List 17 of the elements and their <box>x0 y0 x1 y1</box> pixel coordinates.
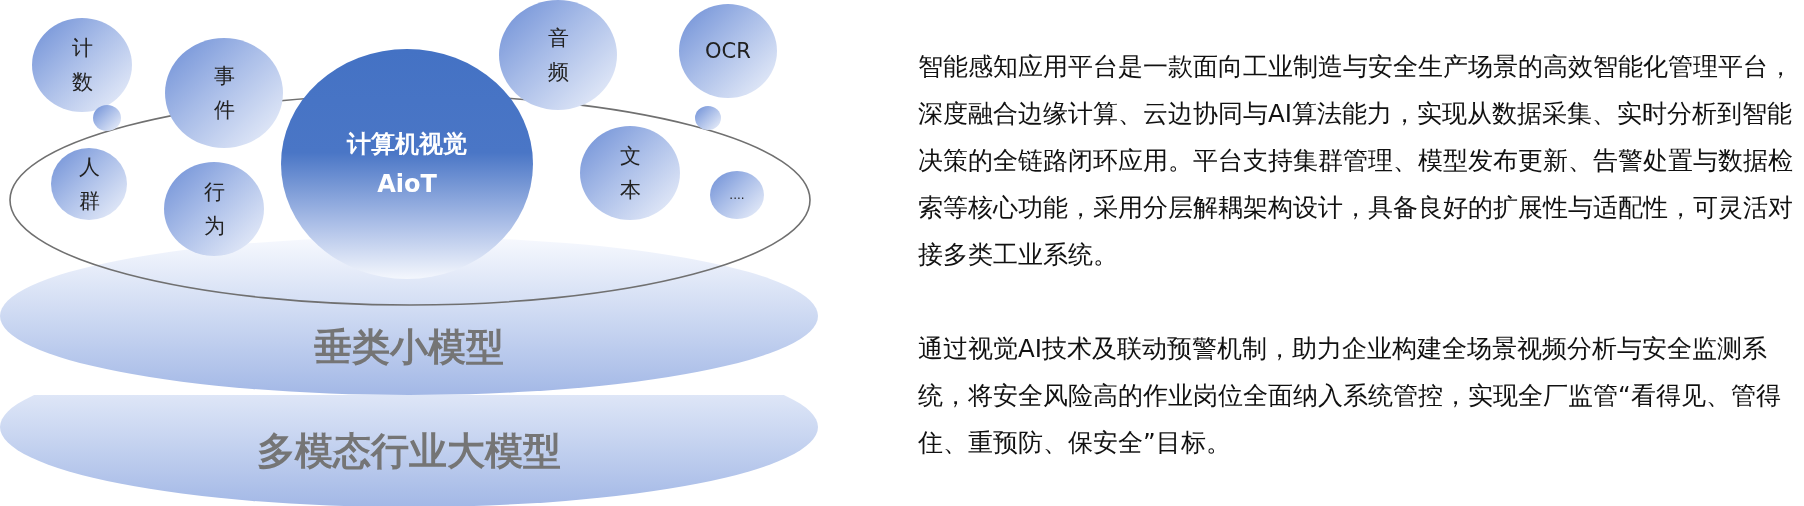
layer-title: 多模态行业大模型 <box>257 428 561 473</box>
bubble <box>695 106 721 130</box>
bubble <box>710 171 764 219</box>
node-label: .... <box>729 188 745 202</box>
node-label: AioT <box>377 170 437 198</box>
node-label: 计数 <box>70 35 94 96</box>
node-label: 事件 <box>212 63 236 124</box>
node-label: 音频 <box>546 25 570 86</box>
node-label: 文本 <box>618 143 642 204</box>
node-label: 计算机视觉 <box>347 130 467 158</box>
description-paragraph: 智能感知应用平台是一款面向工业制造与安全生产场景的高效智能化管理平台，深度融合边缘计算、云边协同与AI算法能力，实现从数据采集、实时分析到智能决策的全链路闭环应用。平台支持集群管理、模型发布更新、告警处置与数据检索等核心功能，采用分层解耦架构设计，具备良好的扩展性与适配性，可灵活对接多类工业系统。 <box>918 51 1794 271</box>
description-paragraph: 通过视觉AI技术及联动预警机制，助力企业构建全场景视频分析与安全监测系统，将安全风险高的作业岗位全面纳入系统管控，实现全厂监管“看得见、管得住、重预防、保安全”目标。 <box>918 333 1782 459</box>
node-label: OCR <box>705 38 751 65</box>
node-label: 行为 <box>202 179 226 240</box>
node-label: 人群 <box>77 154 101 215</box>
layer-title: 垂类小模型 <box>314 325 504 369</box>
bubble <box>93 105 121 131</box>
